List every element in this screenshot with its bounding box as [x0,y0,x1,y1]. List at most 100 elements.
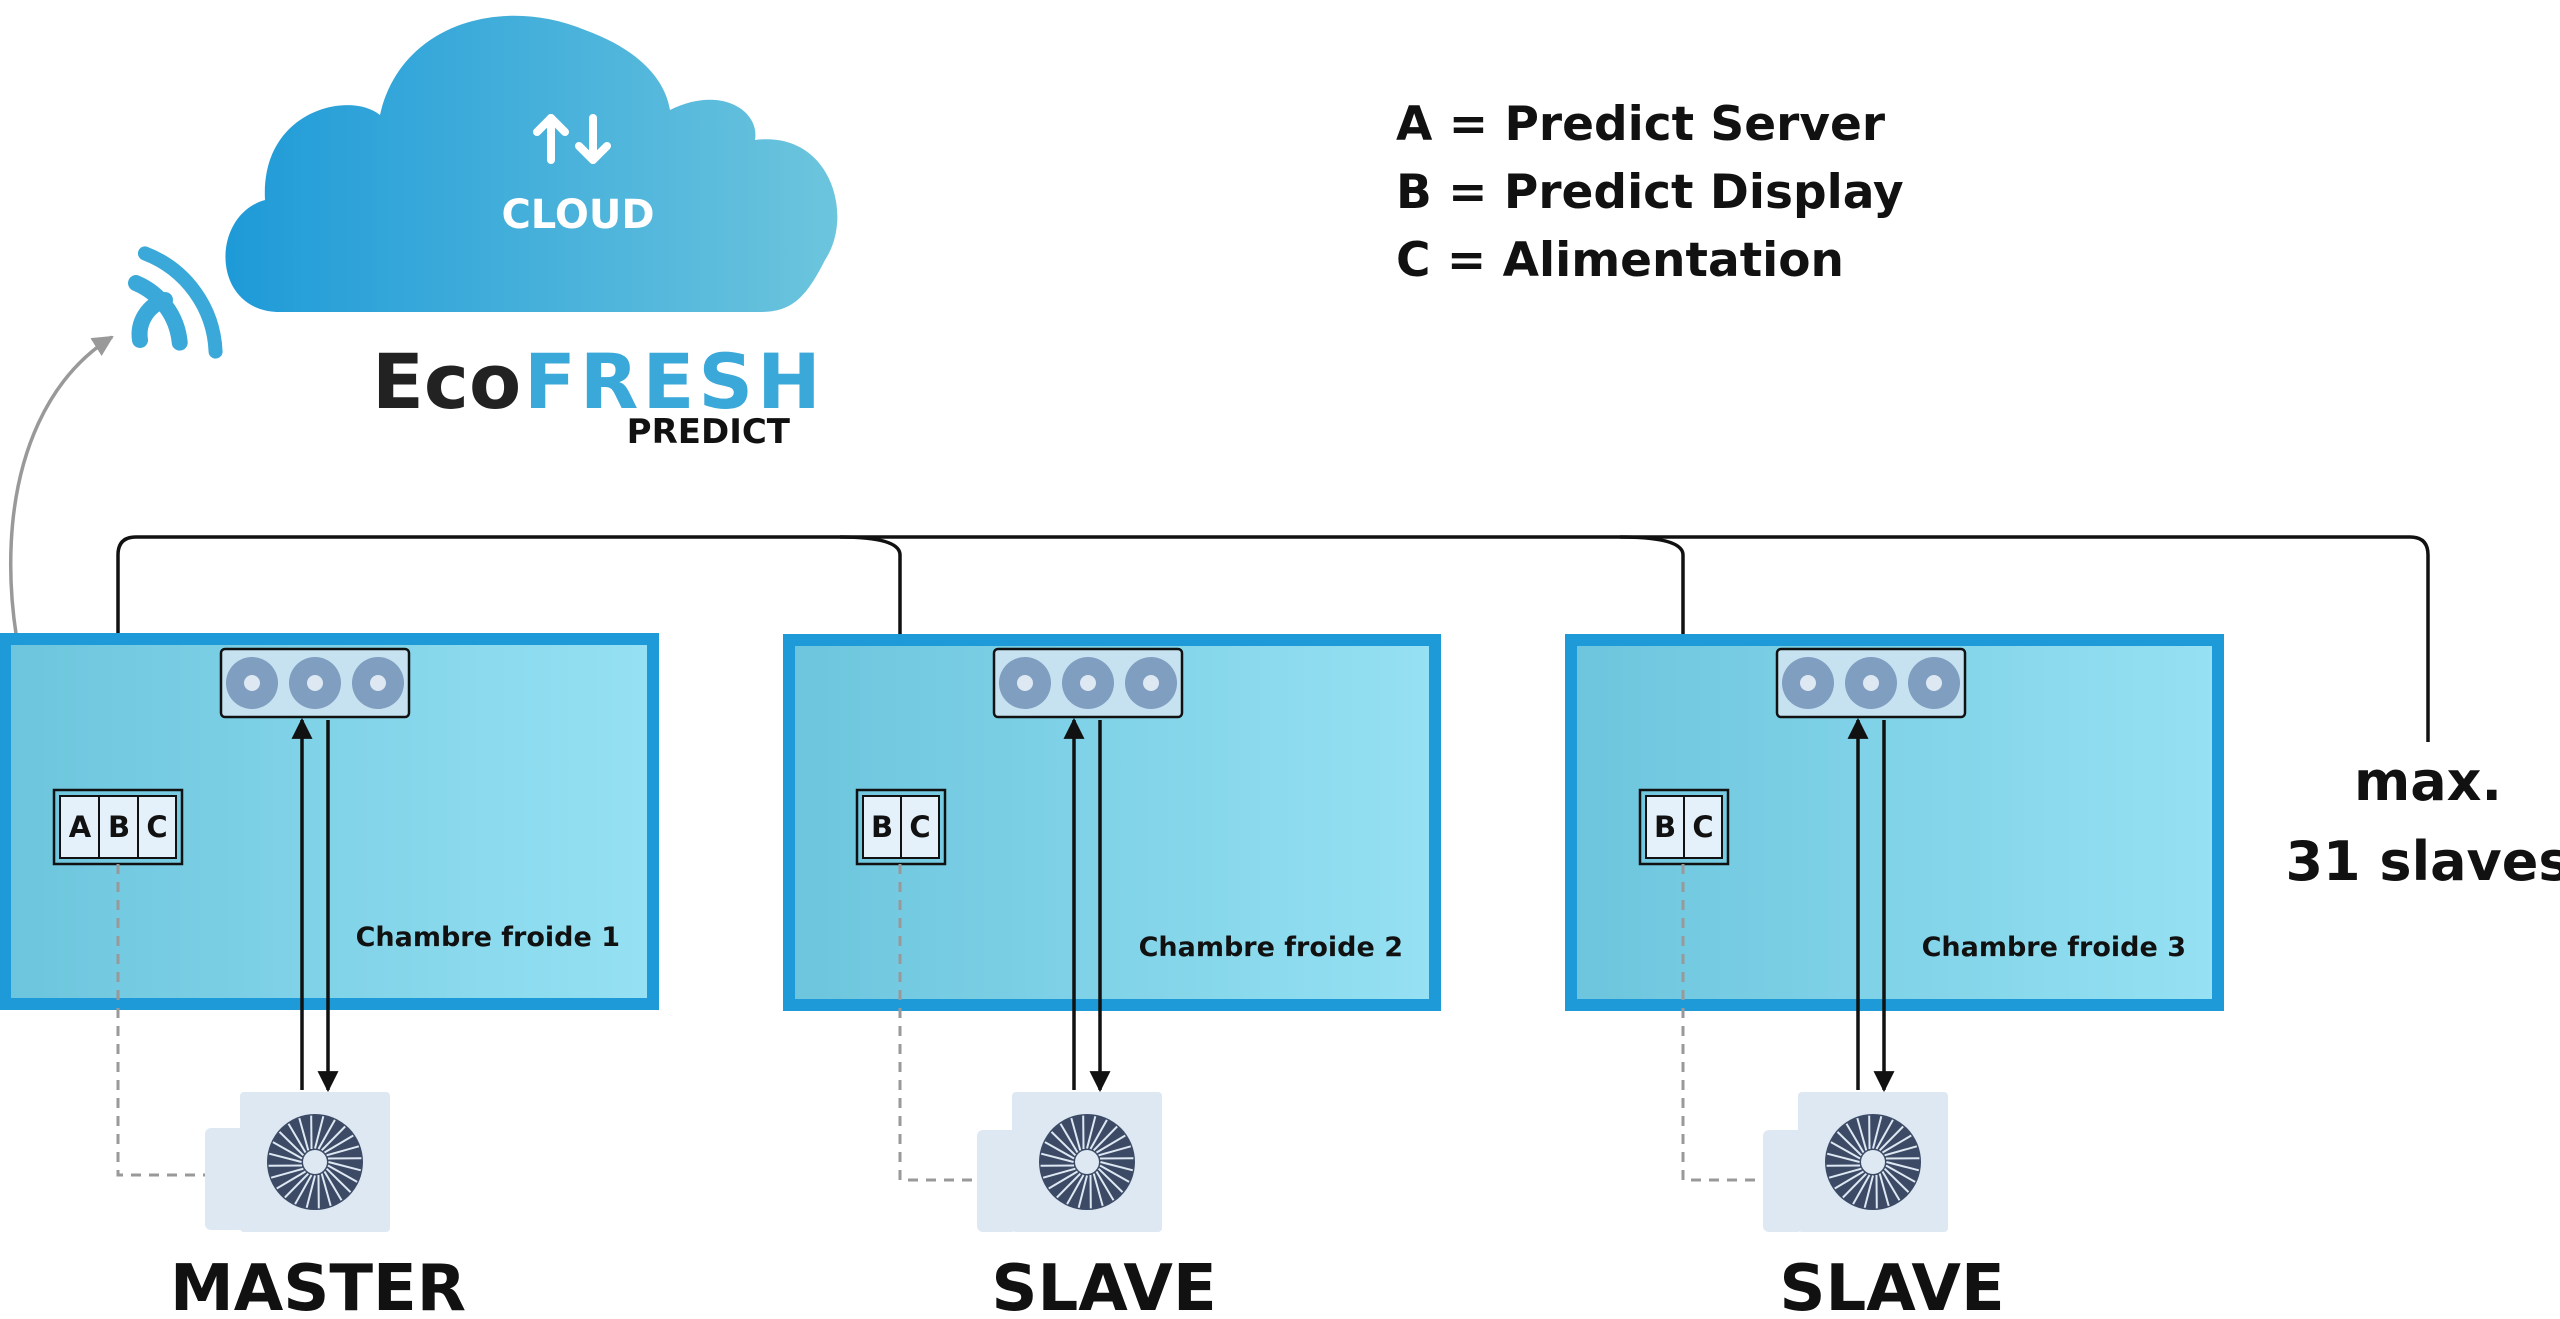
fan-blade [284,1172,309,1199]
role-label: MASTER [170,1252,466,1319]
wifi-signal-icon [128,246,223,359]
module-box-2: B C [855,788,947,866]
room-label: Chambre froide 3 [1922,932,2186,963]
fan-blade [1044,1141,1075,1160]
fan-blade [1886,1161,1920,1172]
fan-blade [1097,1168,1124,1193]
module-letter: C [146,810,167,844]
fan-blade [1826,1152,1860,1163]
max-line-2: 31 slaves [2285,830,2560,893]
fan-blade [327,1164,358,1183]
fan-blade [1830,1141,1861,1160]
condensing-unit [205,1092,390,1232]
power-line-dashed [1681,864,1765,1182]
fan-blade [1095,1134,1126,1154]
fan-blade [1056,1172,1081,1199]
fan-blade [328,1161,362,1172]
legend-a: A = Predict Server [1396,97,1886,152]
evaporator-fan-icon [1125,657,1177,709]
module-letter: B [871,810,893,844]
room-1: A B C Chambre froide 1 MASTER [0,633,659,1319]
fan-blade [305,1175,316,1209]
room-label: Chambre froide 2 [1139,932,1403,963]
fan-blade [1086,1115,1097,1149]
fan-blade [1842,1172,1867,1199]
module-box-1: A B C [52,788,184,866]
room-2: B C Chambre froide 2 SLAVE [783,634,1441,1319]
evaporator-fan-icon [289,657,341,709]
fan-blade [1089,1119,1108,1150]
fan-blade [270,1167,304,1179]
fan-blades [1040,1115,1134,1209]
fan-blade [1066,1174,1085,1205]
fan-blade [1884,1145,1918,1157]
module-letter: B [108,810,130,844]
fan-blade [276,1170,307,1190]
fan-blade [326,1145,360,1157]
fan-blade [1856,1117,1868,1151]
max-slaves-note: max. 31 slaves [2285,750,2560,893]
module-letter: C [1692,810,1713,844]
role-label: SLAVE [1779,1252,2004,1319]
ecofresh-logo: Eco FRESH PREDICT [372,337,825,452]
fan-blade [268,1152,302,1163]
fan-blade [1040,1152,1074,1163]
fan-blade [325,1168,352,1193]
fan-blade [320,1173,332,1207]
fan-blade [1059,1123,1079,1154]
evaporator-fan-icon [1782,657,1834,709]
fan-blade [1883,1168,1910,1193]
fan-blade [1872,1115,1883,1149]
power-line-dashed [116,864,205,1177]
evaporator-fan-icon [1062,657,1114,709]
logo-eco: Eco [372,337,521,426]
fan-blade [1834,1170,1865,1190]
fan-blade [1099,1164,1130,1183]
bus-main [116,535,2430,790]
fan-blade [1093,1125,1118,1152]
fan-blade [1050,1131,1077,1156]
module-box-3: B C [1638,788,1730,866]
logo-predict: PREDICT [627,412,791,452]
fan-blade [1845,1123,1865,1154]
fan-blade [1077,1175,1088,1209]
module-letter: B [1654,810,1676,844]
fan-blade [1042,1167,1076,1179]
legend: A = Predict Server B = Predict Display C… [1396,97,1904,288]
fan-blade [1875,1119,1894,1150]
max-line-1: max. [2354,750,2502,813]
fan-blade [1852,1174,1871,1205]
up-down-arrows-icon [533,114,611,164]
bus-drop-room-3 [1619,535,1685,790]
fan-blade [298,1117,310,1151]
fan-blade [317,1119,336,1150]
cloud: CLOUD [225,15,838,312]
logo-fresh: FRESH [524,337,825,426]
fan-blade [1828,1167,1862,1179]
fan-blade [1095,1170,1115,1201]
fan-blades [268,1115,362,1209]
condensing-unit [977,1092,1162,1232]
fan-blade [323,1170,343,1201]
legend-b: B = Predict Display [1396,165,1904,220]
power-line-dashed [898,864,978,1182]
fan-blade [278,1131,305,1156]
fan-blade [272,1141,303,1160]
fan-blade [321,1125,346,1152]
fan-blade [323,1134,354,1154]
fan-blade [1070,1117,1082,1151]
room-label: Chambre froide 1 [356,922,620,953]
condensing-unit [1763,1092,1948,1232]
fan-blades [1826,1115,1920,1209]
fan-blade [1878,1173,1890,1207]
cloud-label: CLOUD [501,192,654,238]
fan-blade [1092,1173,1104,1207]
role-label: SLAVE [991,1252,1216,1319]
fan-blade [1048,1170,1079,1190]
fan-blade [1863,1175,1874,1209]
module-letter: A [69,810,92,844]
fan-blade [314,1115,325,1149]
bus-lines [116,535,2430,790]
bus-drop-room-2 [839,535,902,790]
